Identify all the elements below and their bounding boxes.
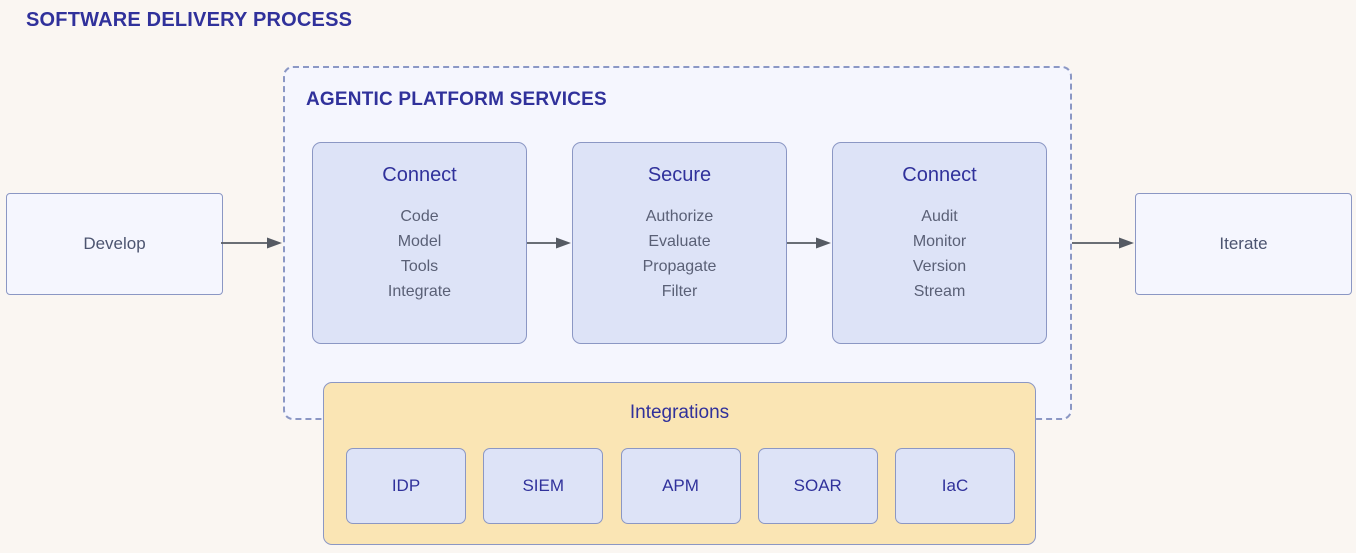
arrow-platform-to-iterate: [1072, 236, 1135, 250]
service-card-connect-2[interactable]: Connect Audit Monitor Version Stream: [832, 142, 1047, 344]
stage-iterate-label: Iterate: [1219, 234, 1268, 253]
service-item: Audit: [921, 208, 958, 225]
service-item: Stream: [913, 283, 966, 300]
service-item: Filter: [661, 283, 698, 300]
integration-chip-label: SIEM: [522, 476, 565, 495]
service-card-items: Code Model Tools Integrate: [313, 204, 526, 304]
stage-iterate[interactable]: Iterate: [1135, 193, 1352, 295]
integration-chip-label: SOAR: [793, 476, 842, 495]
integration-chip-iac[interactable]: IaC: [895, 448, 1015, 524]
integration-chip-label: APM: [662, 476, 699, 495]
service-card-title: Connect: [382, 164, 457, 186]
integration-chip-label: IDP: [391, 476, 421, 495]
platform-title: AGENTIC PLATFORM SERVICES: [306, 89, 607, 110]
service-item: Authorize: [645, 208, 714, 225]
service-card-secure[interactable]: Secure Authorize Evaluate Propagate Filt…: [572, 142, 787, 344]
service-card-connect-1[interactable]: Connect Code Model Tools Integrate: [312, 142, 527, 344]
service-item: Version: [912, 258, 967, 275]
service-card-items: Audit Monitor Version Stream: [833, 204, 1046, 304]
integration-chip-label: IaC: [941, 476, 969, 495]
stage-develop[interactable]: Develop: [6, 193, 223, 295]
integrations-title: Integrations: [629, 402, 730, 423]
service-item: Propagate: [642, 258, 717, 275]
service-item: Monitor: [912, 233, 967, 250]
service-card-items: Authorize Evaluate Propagate Filter: [573, 204, 786, 304]
integration-chip-soar[interactable]: SOAR: [757, 448, 878, 524]
arrow-connect-to-secure: [527, 236, 572, 250]
integrations-box: Integrations IDP SIEM APM SOAR IaC: [323, 382, 1036, 545]
integration-chip-apm[interactable]: APM: [620, 448, 741, 524]
service-item: Model: [397, 233, 442, 250]
stage-develop-label: Develop: [83, 234, 146, 253]
service-item: Evaluate: [648, 233, 711, 250]
page-title: SOFTWARE DELIVERY PROCESS: [26, 9, 353, 31]
integration-chip-list: IDP SIEM APM SOAR IaC: [346, 448, 1015, 524]
arrow-develop-to-platform: [221, 236, 283, 250]
service-card-title: Connect: [902, 164, 977, 186]
integration-chip-idp[interactable]: IDP: [346, 448, 466, 524]
service-item: Tools: [400, 258, 439, 275]
integration-chip-siem[interactable]: SIEM: [483, 448, 604, 524]
service-item: Integrate: [387, 283, 452, 300]
arrow-secure-to-connect: [787, 236, 832, 250]
service-item: Code: [400, 208, 439, 225]
service-card-title: Secure: [647, 164, 712, 186]
